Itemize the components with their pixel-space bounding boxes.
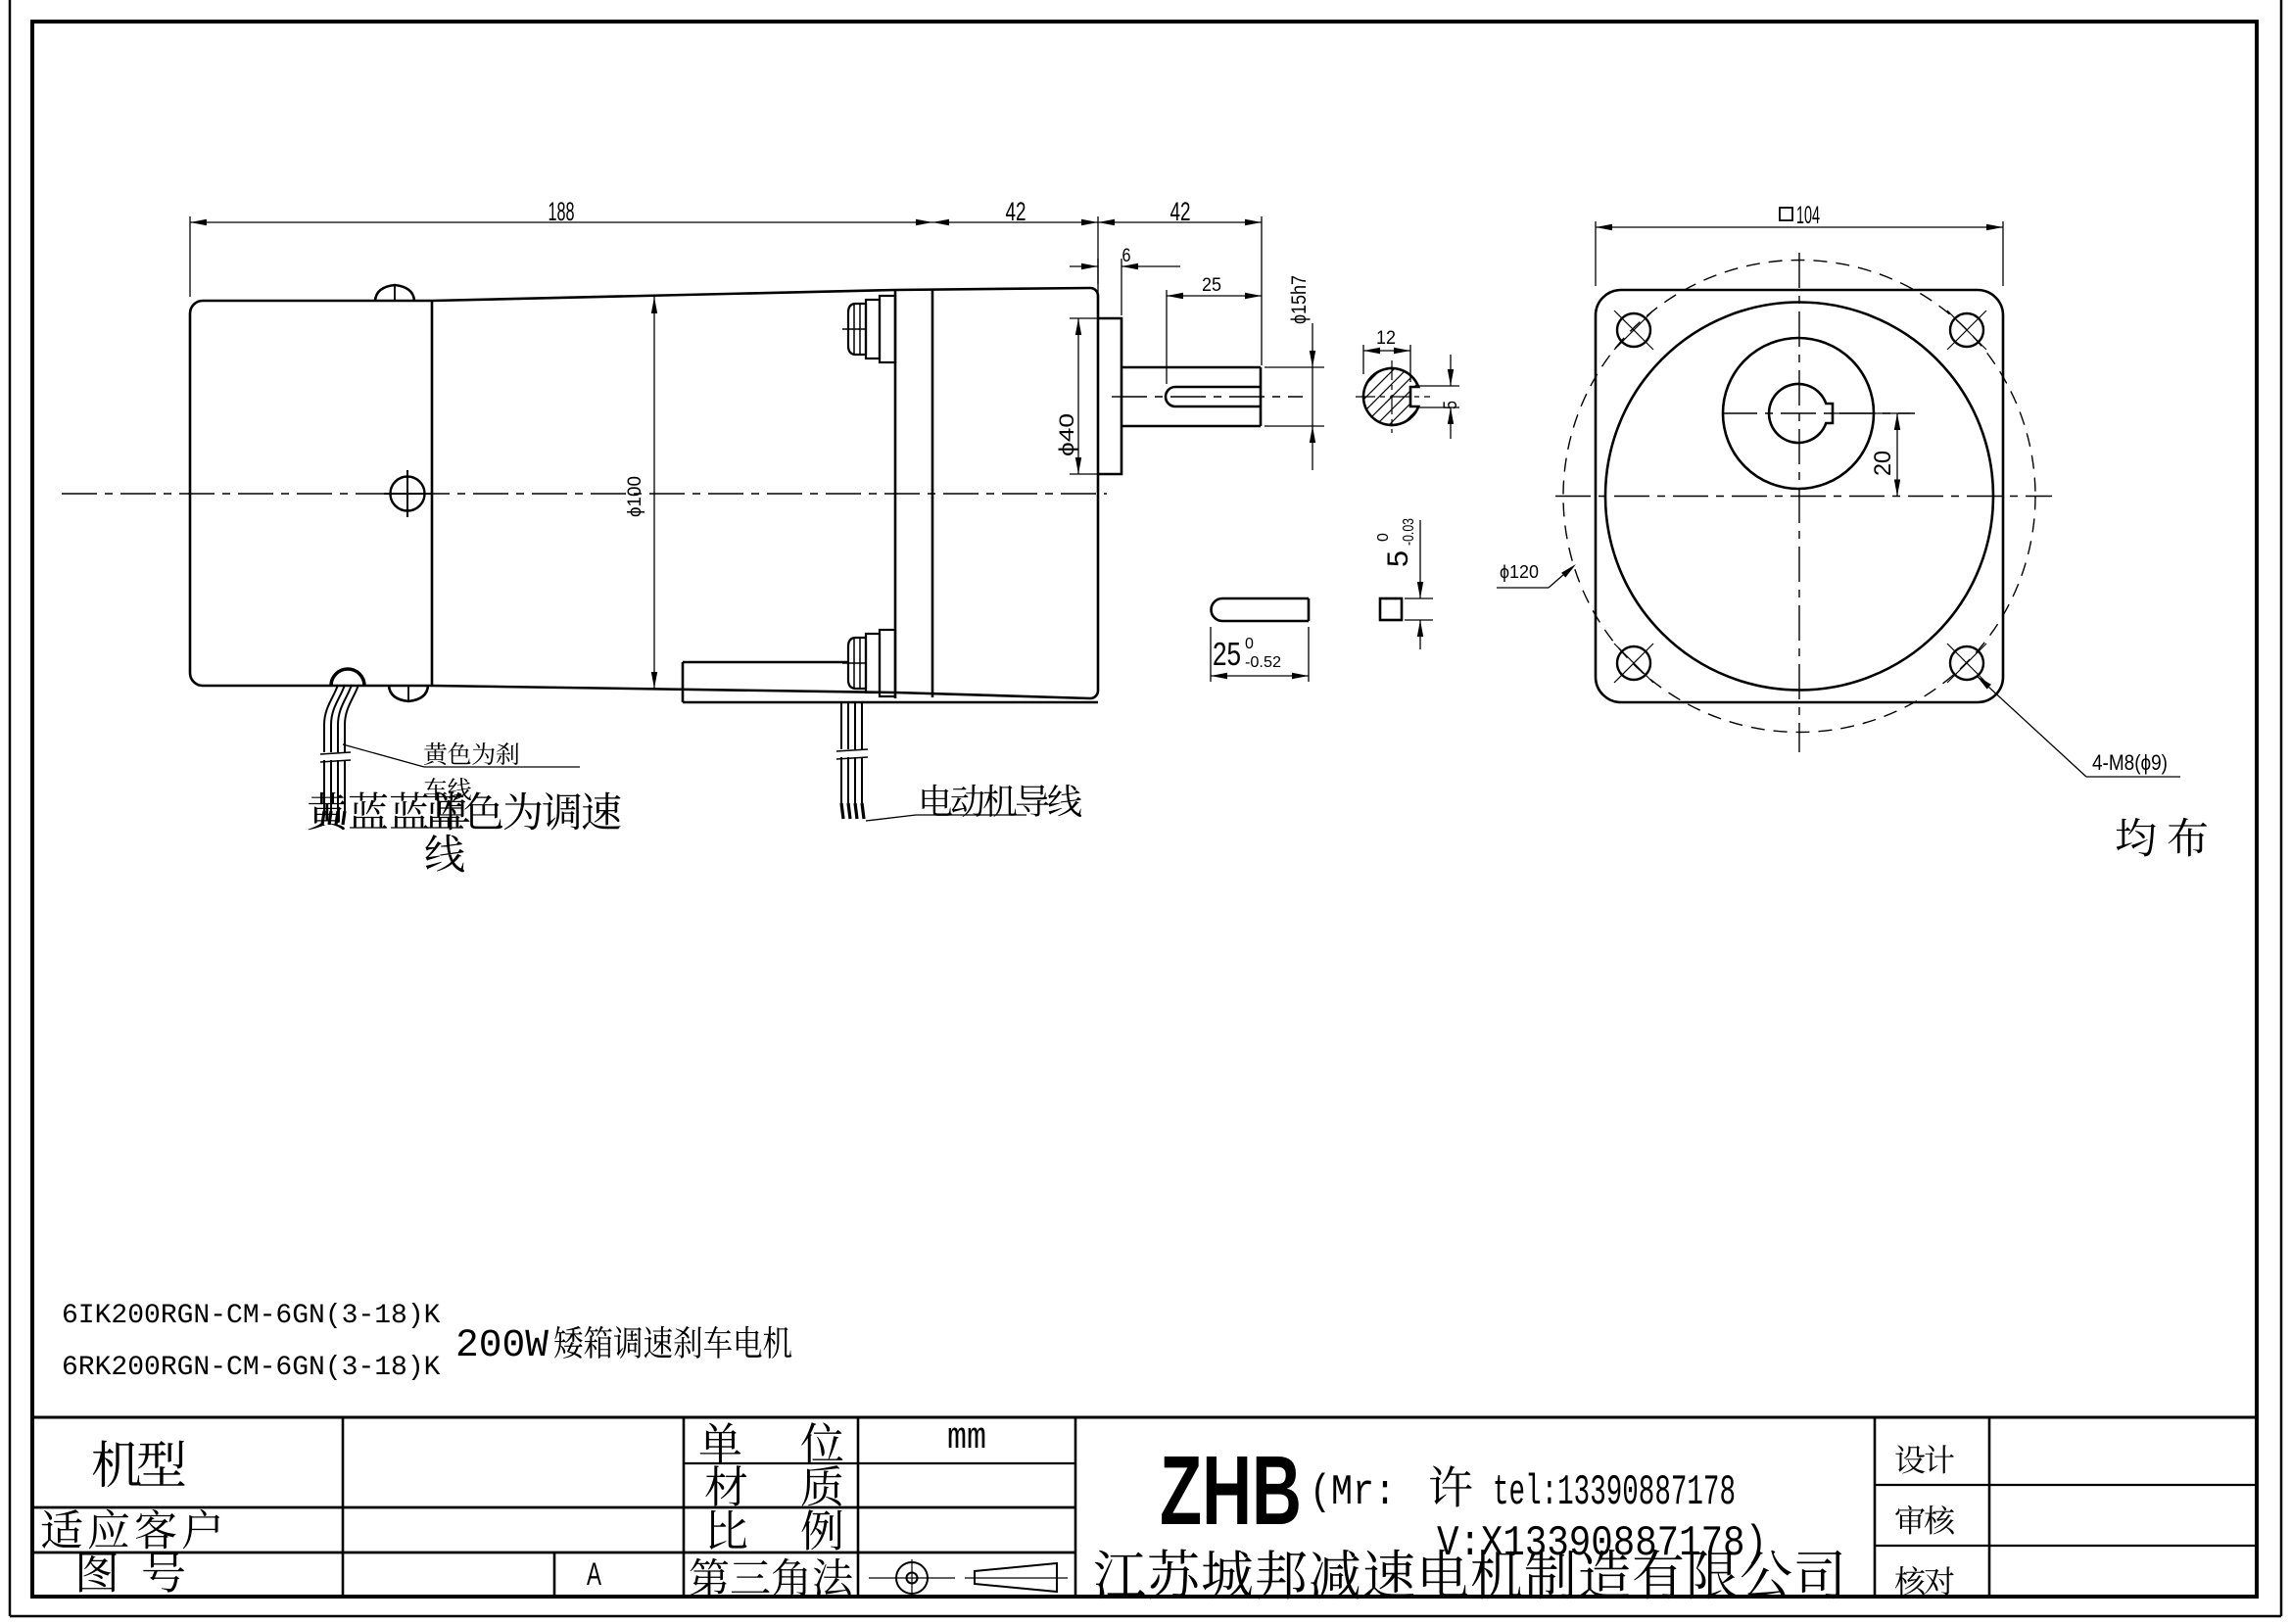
svg-text:42: 42 (1006, 197, 1026, 226)
svg-text:25: 25 (1202, 275, 1221, 296)
svg-text:6: 6 (1122, 246, 1131, 266)
svg-text:(Mr:: (Mr: (1310, 1468, 1396, 1517)
svg-text:-0.03: -0.03 (1401, 518, 1417, 546)
svg-text:mm: mm (947, 1417, 986, 1459)
svg-text:5: 5 (1441, 401, 1461, 409)
svg-text:12: 12 (1376, 328, 1396, 349)
svg-text:ϕ40: ϕ40 (1056, 413, 1078, 456)
svg-text:6IK200RGN-CM-6GN(3-18)K: 6IK200RGN-CM-6GN(3-18)K (62, 1301, 441, 1331)
svg-text:20: 20 (1870, 451, 1896, 476)
svg-text:0: 0 (1245, 636, 1254, 652)
svg-text:0: 0 (1375, 533, 1392, 542)
svg-text:25: 25 (1213, 636, 1241, 672)
svg-text:42: 42 (1170, 197, 1191, 226)
svg-text:4-M8(ϕ9): 4-M8(ϕ9) (2092, 750, 2168, 775)
svg-text:V:X13390887178): V:X13390887178) (1437, 1519, 1767, 1568)
svg-text:200W: 200W (455, 1324, 549, 1368)
svg-text:A: A (587, 1556, 601, 1592)
svg-text:ZHB: ZHB (1160, 1436, 1302, 1546)
svg-text:ϕ15h7: ϕ15h7 (1288, 275, 1311, 324)
svg-text:ϕ100: ϕ100 (625, 476, 645, 517)
svg-text:5: 5 (1382, 550, 1414, 567)
svg-text:104: 104 (1796, 202, 1820, 229)
svg-text:tel:13390887178: tel:13390887178 (1493, 1468, 1736, 1517)
svg-text:188: 188 (549, 197, 575, 226)
svg-text:6RK200RGN-CM-6GN(3-18)K: 6RK200RGN-CM-6GN(3-18)K (62, 1353, 441, 1383)
svg-text:ϕ120: ϕ120 (1500, 562, 1539, 582)
svg-text:-0.52: -0.52 (1245, 654, 1281, 671)
